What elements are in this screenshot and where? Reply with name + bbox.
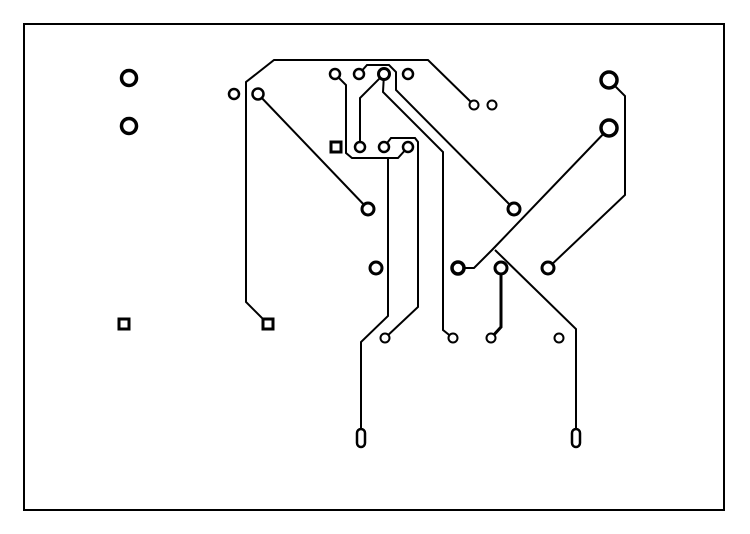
pad: [251, 87, 265, 101]
trace: [494, 249, 577, 430]
pad: [506, 201, 522, 217]
pad: [360, 201, 376, 217]
trace: [334, 73, 409, 159]
pad-oval: [355, 427, 367, 449]
pad: [377, 140, 391, 154]
trace: [547, 79, 626, 269]
pads: [117, 67, 619, 449]
pad-oval: [570, 427, 582, 449]
pad: [227, 87, 241, 101]
pad: [493, 260, 509, 276]
pad-square: [329, 140, 343, 154]
pad: [599, 70, 619, 90]
pad: [553, 332, 565, 344]
trace: [257, 93, 369, 210]
pad-square: [117, 317, 131, 331]
trace: [381, 73, 454, 339]
trace: [358, 64, 515, 210]
pad: [486, 99, 498, 111]
trace: [383, 137, 419, 339]
trace: [360, 158, 389, 430]
pad: [401, 140, 415, 154]
pad: [368, 260, 384, 276]
pad: [379, 332, 391, 344]
trace: [245, 59, 475, 325]
trace: [489, 268, 503, 340]
pad: [468, 99, 480, 111]
traces: [245, 59, 626, 430]
pad: [328, 67, 342, 81]
pad: [450, 260, 466, 276]
pad: [352, 67, 366, 81]
pad-square: [261, 317, 275, 331]
pad: [401, 67, 415, 81]
trace: [458, 127, 610, 269]
pad: [599, 118, 619, 138]
pad: [377, 67, 391, 81]
board-outline: [23, 23, 725, 511]
pad: [353, 140, 367, 154]
trace: [359, 73, 385, 147]
pad: [447, 332, 459, 344]
pad: [119, 116, 139, 136]
pad: [119, 68, 139, 88]
pad: [540, 260, 556, 276]
pad: [485, 332, 497, 344]
